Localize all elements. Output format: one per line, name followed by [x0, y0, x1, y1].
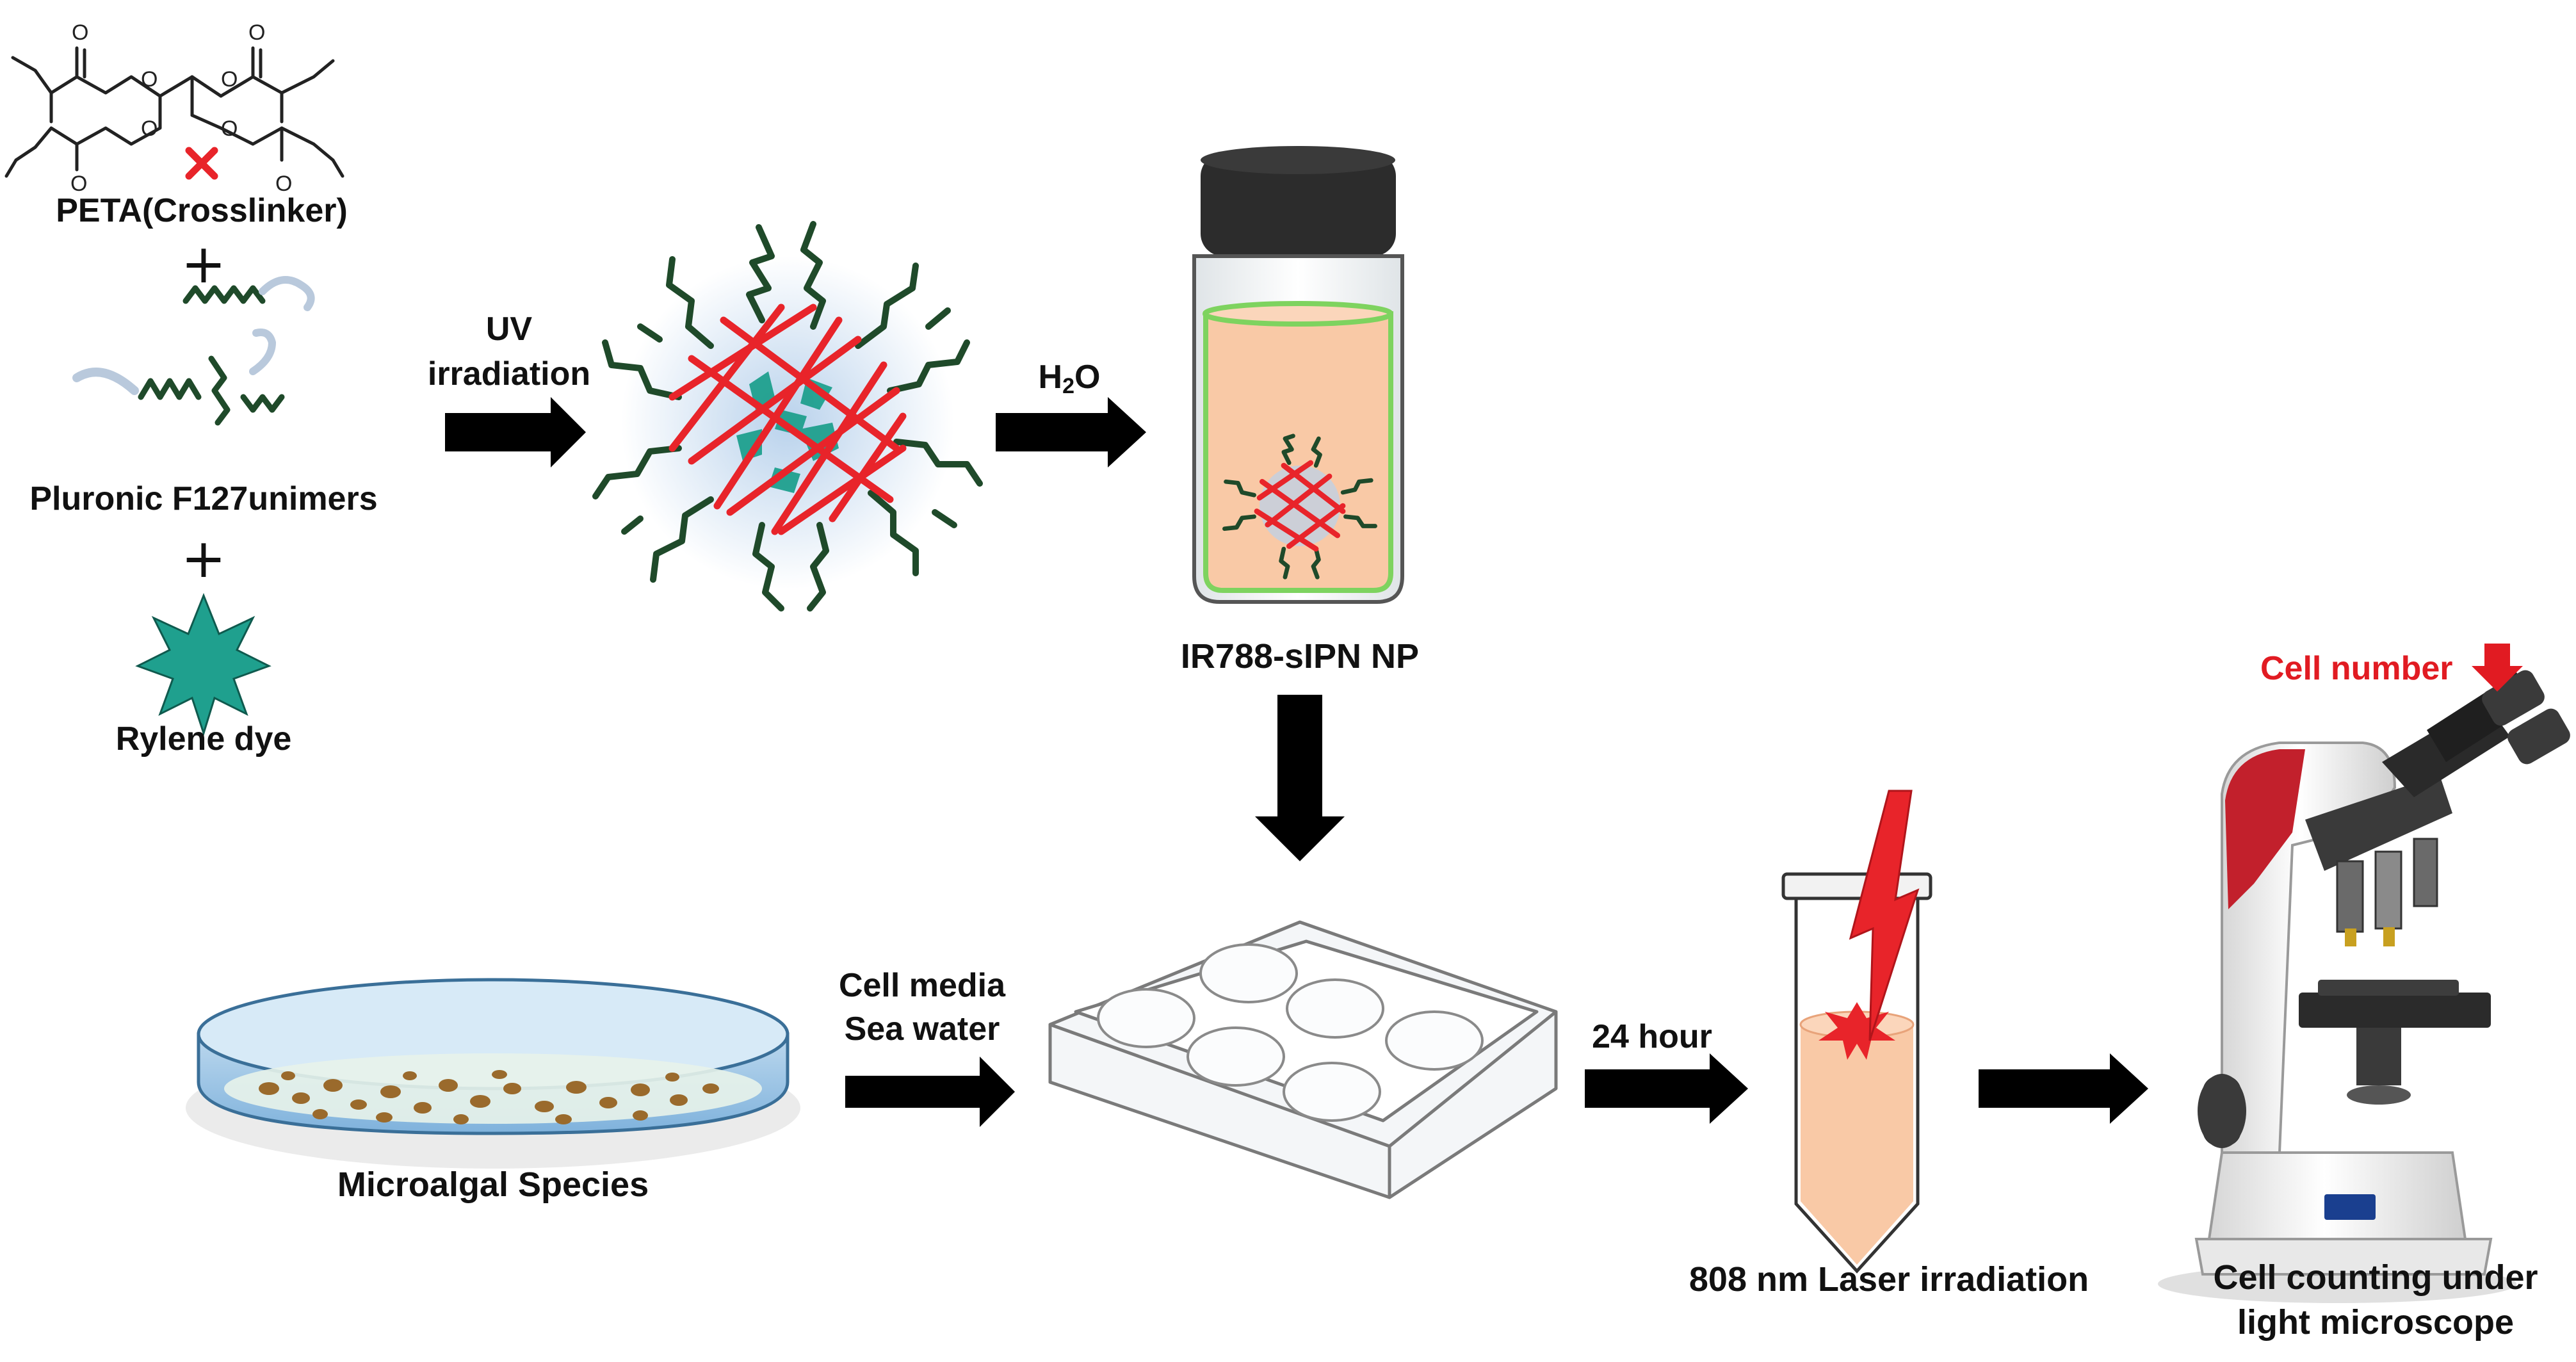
hours-label: 24 hour [1592, 1018, 1712, 1055]
peta-atom-labels: O O O O O O O O [70, 20, 292, 196]
cell-number-label: Cell number [2260, 650, 2453, 687]
peta-molecule-icon [4, 46, 344, 178]
counting-label-line1: Cell counting under [2213, 1258, 2538, 1297]
atom-o: O [221, 117, 238, 141]
counting-label-line2: light microscope [2237, 1303, 2515, 1342]
uv-arrow [445, 397, 586, 467]
microscope-icon [2158, 670, 2570, 1303]
uv-label-line2: irradiation [427, 355, 591, 393]
laser-bolt-icon [1849, 790, 1920, 1041]
atom-o: O [248, 20, 265, 45]
atom-o: O [275, 172, 292, 196]
down-arrow-icon [2472, 644, 2523, 692]
uv-label-line1: UV [485, 311, 533, 348]
vial-icon [1192, 146, 1404, 604]
hour-arrow [1585, 1053, 1748, 1124]
process-arrows [445, 397, 2148, 1127]
pluronic-label: Pluronic F127unimers [29, 480, 378, 517]
h2o-h: H [1038, 359, 1063, 396]
algae-cells [259, 1070, 719, 1124]
petri-dish-icon [186, 978, 800, 1169]
nanoparticle-label: IR788-sIPN NP [1180, 637, 1420, 676]
laser-label: 808 nm Laser irradiation [1689, 1260, 2089, 1299]
h2o-o: O [1074, 359, 1101, 396]
atom-o: O [72, 20, 88, 45]
peta-label: PETA(Crosslinker) [56, 192, 348, 229]
microalgal-label: Microalgal Species [337, 1165, 649, 1204]
h2o-subscript: 2 [1062, 374, 1075, 398]
count-arrow [1979, 1053, 2148, 1124]
crosslinker-x-icon [185, 147, 218, 180]
vial-to-plate-arrow [1255, 695, 1345, 861]
well-plate-icon [1048, 920, 1558, 1199]
small-nanoparticle-icon [1222, 434, 1377, 580]
plus-sign-1: + [181, 232, 227, 295]
rylene-star-icon [135, 592, 271, 736]
nanoparticle-icon [592, 221, 983, 612]
h2o-label: H2O [1039, 359, 1101, 398]
cell-media-label: Cell media [838, 967, 1006, 1004]
unimer-chain-icon [72, 276, 315, 426]
h2o-arrow [996, 397, 1146, 467]
rylene-label: Rylene dye [115, 720, 292, 758]
sea-water-label: Sea water [844, 1010, 1000, 1048]
plus-sign-2: + [181, 527, 227, 590]
atom-o: O [221, 67, 238, 92]
atom-o: O [141, 67, 158, 92]
test-tube-icon [1781, 872, 1932, 1274]
media-arrow [845, 1057, 1015, 1127]
atom-o: O [141, 117, 158, 141]
atom-o: O [70, 172, 87, 196]
